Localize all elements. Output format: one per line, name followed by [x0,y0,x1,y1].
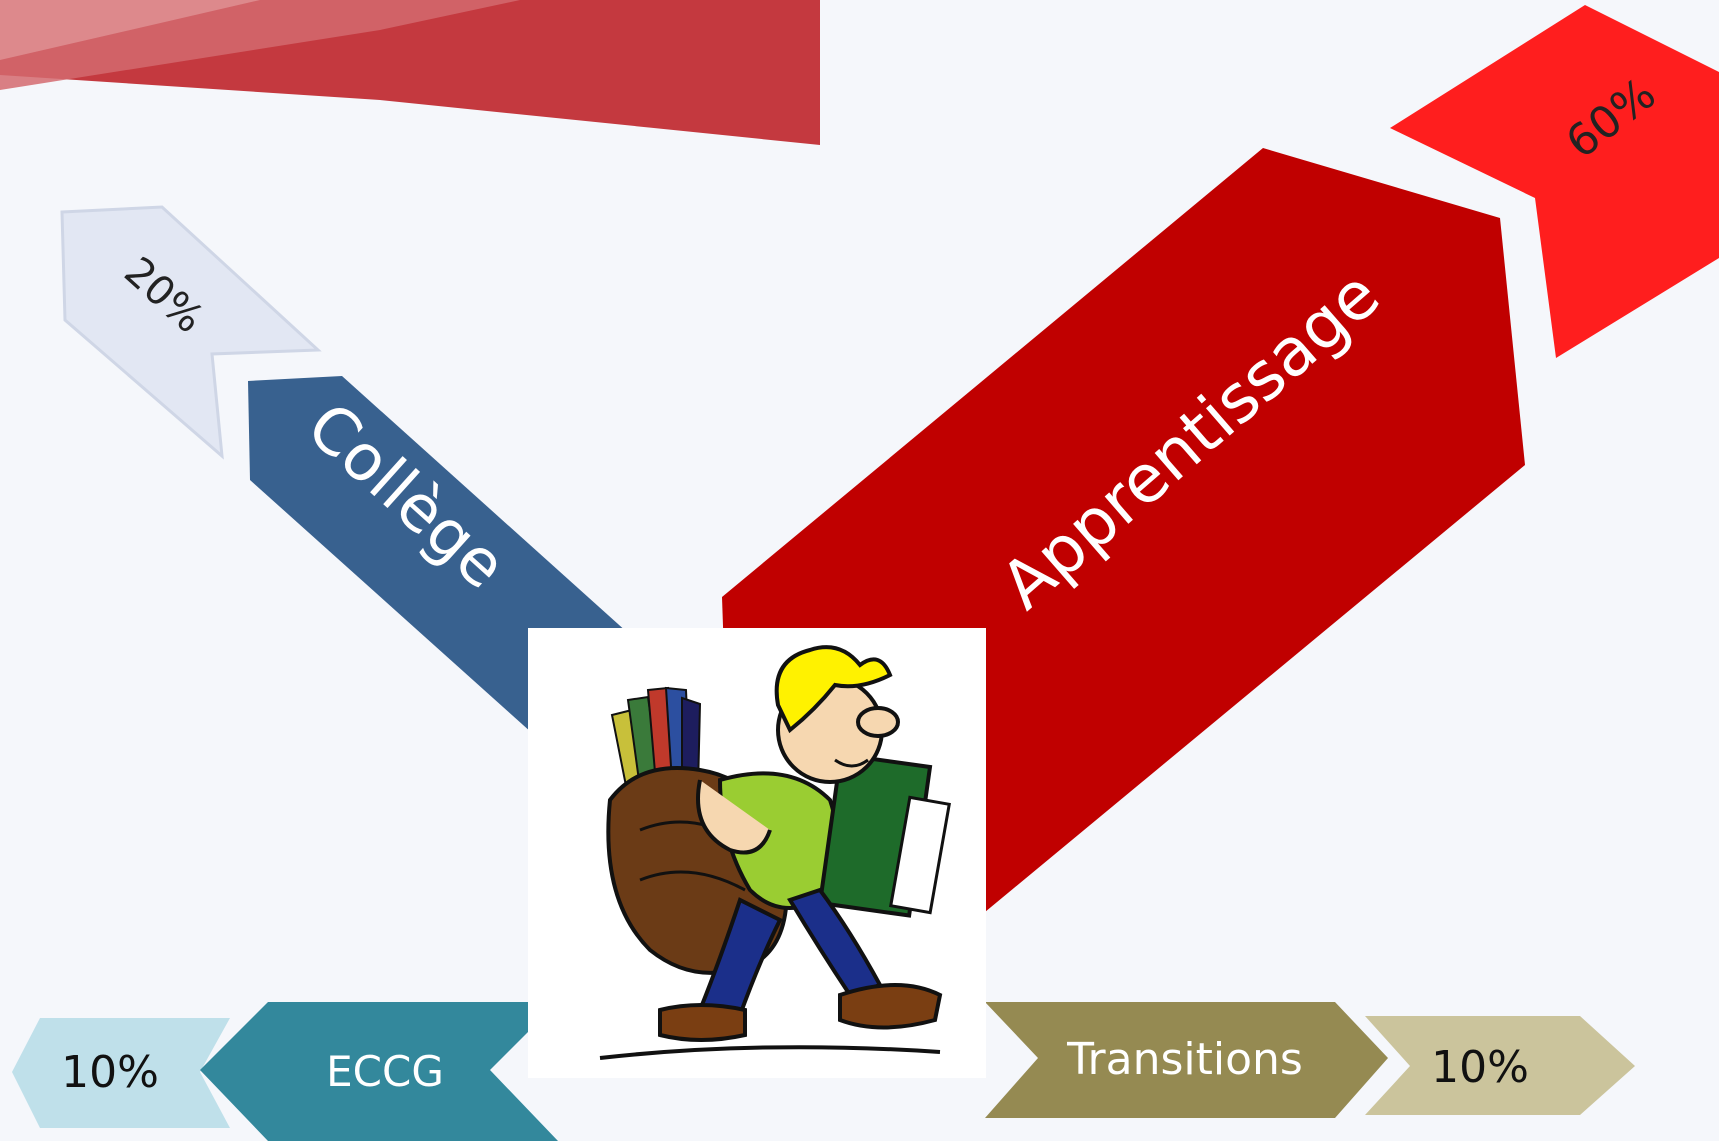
top-banner-decoration [0,0,820,145]
eccg-share-arrow: 10% [12,1018,230,1128]
student-with-backpack-icon [528,628,986,1078]
eccg-label: ECCG [326,1047,444,1096]
transitions-share-arrow: 10% [1365,1016,1635,1115]
eccg-arrow: ECCG [200,1002,558,1141]
transitions-share-label: 10% [1431,1042,1529,1093]
transitions-label: Transitions [1066,1034,1303,1085]
eccg-share-label: 10% [61,1047,159,1098]
transitions-arrow: Transitions [985,1002,1388,1118]
apprentissage-share-arrow: 60% [1390,5,1719,358]
college-share-arrow: 20% [60,205,322,460]
